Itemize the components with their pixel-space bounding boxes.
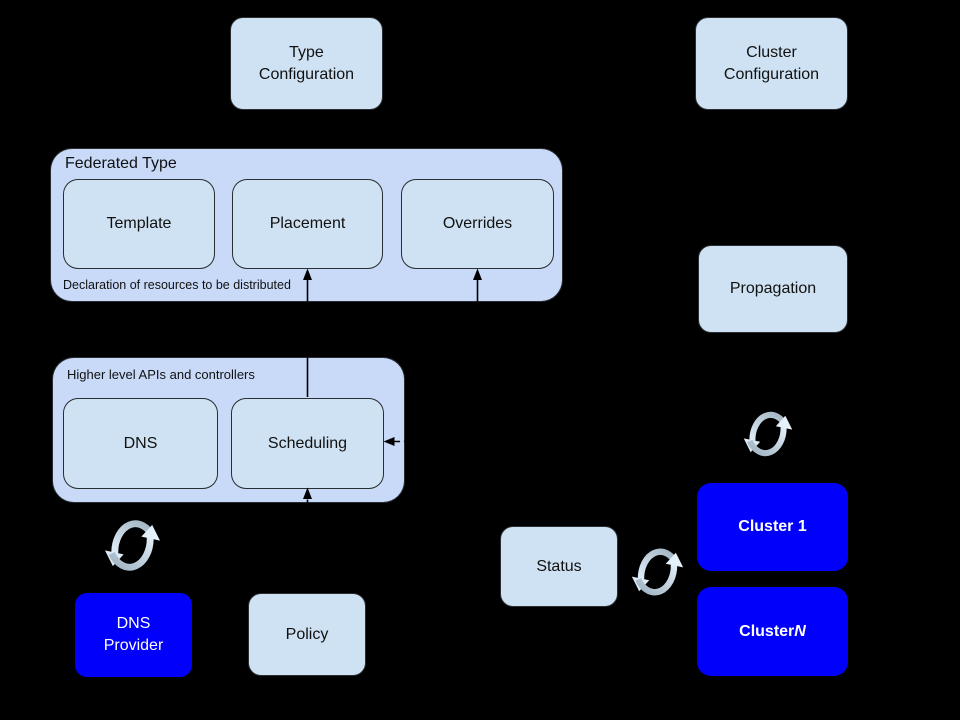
- node-scheduling: Scheduling: [231, 398, 384, 489]
- node-cluster-n: Cluster N: [697, 587, 848, 676]
- node-cluster-1: Cluster 1: [697, 483, 848, 571]
- node-policy: Policy: [248, 593, 366, 676]
- node-propagation: Propagation: [698, 245, 848, 333]
- node-type-configuration: Type Configuration: [230, 17, 383, 110]
- sync-circular-arrows-icon: [742, 398, 794, 470]
- group-title-federated-type: Federated Type: [65, 155, 177, 172]
- node-template: Template: [63, 179, 215, 269]
- group-federated-type: Federated Type Template Placement Overri…: [50, 148, 563, 302]
- node-dns-provider: DNS Provider: [75, 593, 192, 677]
- cluster-n-label-italic: N: [794, 622, 806, 640]
- group-caption-declaration: Declaration of resources to be distribut…: [63, 278, 291, 292]
- cluster-n-label-prefix: Cluster: [739, 622, 795, 640]
- node-cluster-configuration: Cluster Configuration: [695, 17, 848, 110]
- arrow-policy-to-scheduling: [303, 487, 312, 592]
- node-placement: Placement: [232, 179, 383, 269]
- sync-circular-arrows-icon: [630, 536, 685, 608]
- node-dns: DNS: [63, 398, 218, 489]
- group-title-higher-level-apis: Higher level APIs and controllers: [67, 367, 255, 382]
- sync-circular-arrows-icon: [103, 509, 162, 582]
- group-higher-level-apis: Higher level APIs and controllers DNS Sc…: [52, 357, 405, 503]
- node-status: Status: [500, 526, 618, 607]
- node-overrides: Overrides: [401, 179, 554, 269]
